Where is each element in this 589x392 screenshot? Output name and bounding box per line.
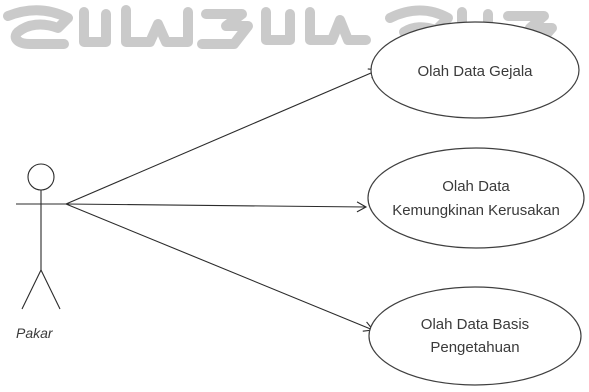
actor-right-leg [40,269,61,310]
use-case-label-line-2: Kemungkinan Kerusakan [392,202,560,219]
use-case-label-line-1: Olah Data Basis [421,316,529,333]
use-case-label-line-1: Olah Data [442,178,510,195]
association-lines [65,68,380,332]
use-case-ellipse [367,147,585,249]
use-case-ellipse [368,286,582,386]
use-case-label: Olah Data Gejala [417,63,533,80]
watermark-logo [3,5,557,49]
use-case-olah-data-gejala: Olah Data Gejala [370,21,580,119]
use-case-olah-data-kemungkinan-kerusakan: Olah Data Kemungkinan Kerusakan [367,147,585,249]
association-olah-data-gejala [65,68,380,205]
actor-label: Pakar [16,325,54,341]
use-case-olah-data-basis-pengetahuan: Olah Data Basis Pengetahuan [368,286,582,386]
actor-left-leg [21,269,42,310]
use-case-ellipse [370,21,580,119]
actor-head [27,163,55,191]
association-olah-data-basis-pengetahuan [65,203,375,332]
association-olah-data-kemungkinan-kerusakan [65,201,368,213]
actor-pakar: Pakar [16,163,66,341]
use-case-label-line-2: Pengetahuan [430,339,519,356]
